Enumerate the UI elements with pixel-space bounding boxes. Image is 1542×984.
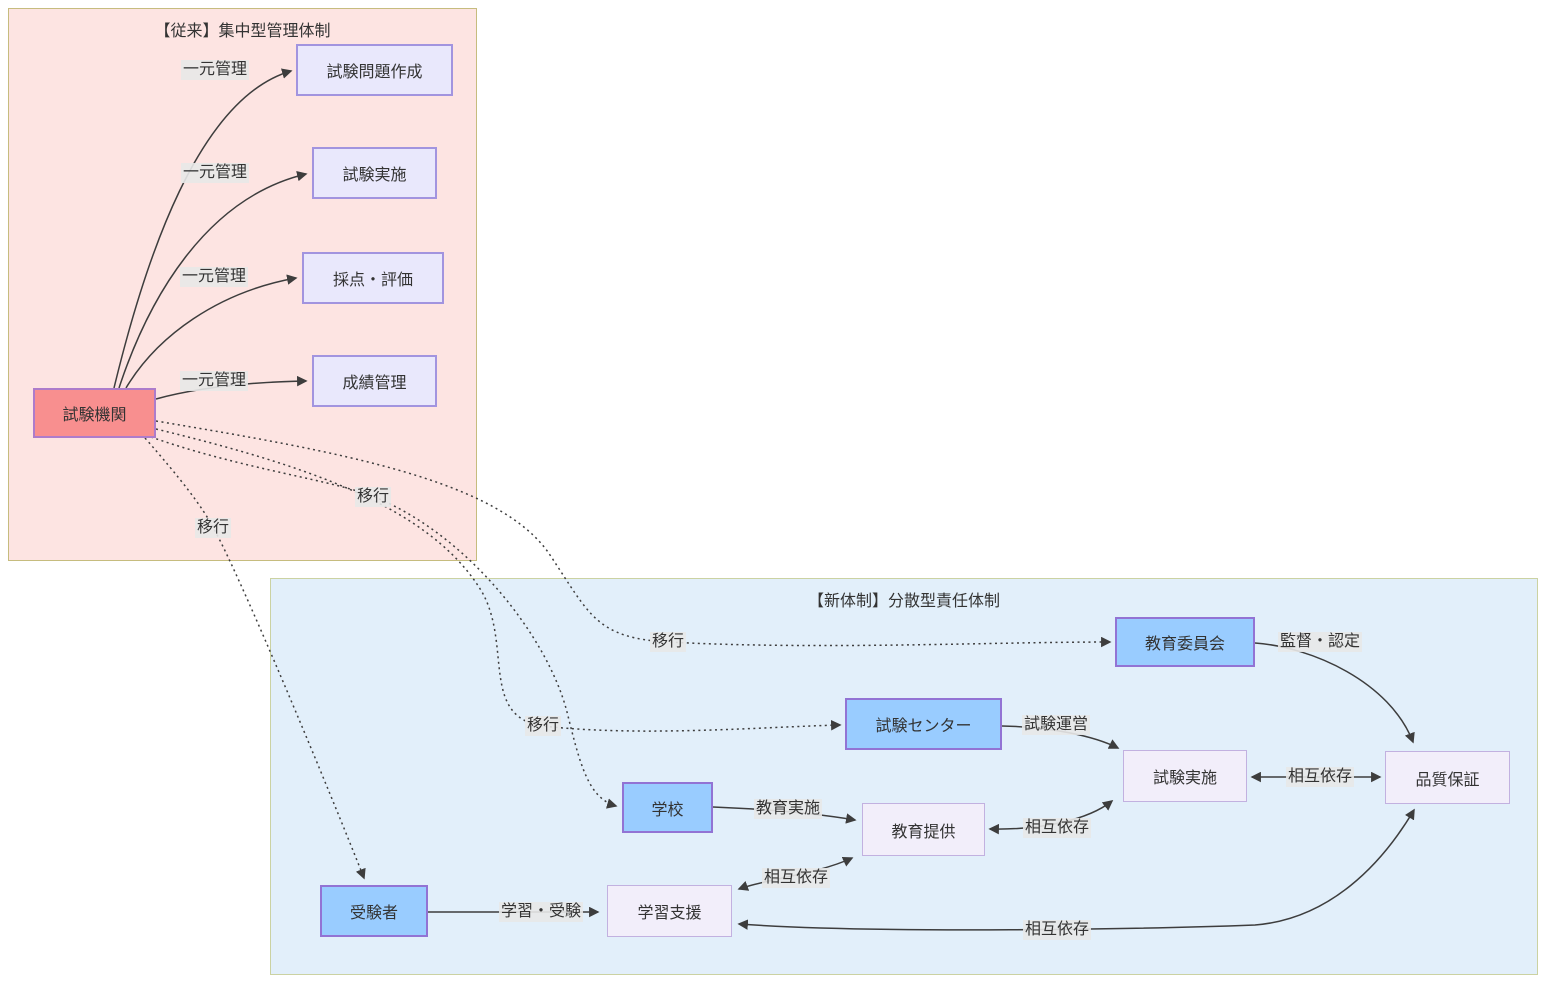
edge-label-migration: 移行 (194, 518, 232, 538)
cluster-legacy-title: 【従来】集中型管理体制 (154, 23, 331, 40)
edge-label-exam-operation: 試験運営 (1021, 715, 1091, 735)
node-education-provision: 教育提供 (862, 803, 985, 856)
node-exam-center: 試験センター (845, 698, 1002, 750)
node-school: 学校 (622, 782, 713, 833)
edge-label-unified-management: 一元管理 (179, 371, 249, 391)
edge-label-mutual-dependence: 相互依存 (1022, 818, 1092, 838)
node-exam-execution-old: 試験実施 (312, 147, 437, 199)
node-scoring-evaluation: 採点・評価 (302, 252, 444, 304)
edge-label-migration: 移行 (524, 716, 562, 736)
edge-label-supervision-certification: 監督・認定 (1277, 632, 1363, 652)
edge-label-mutual-dependence: 相互依存 (1285, 767, 1355, 787)
node-learning-support: 学習支援 (607, 885, 732, 937)
edge-label-migration: 移行 (649, 632, 687, 652)
cluster-new-title: 【新体制】分散型責任体制 (807, 593, 1000, 610)
node-examinee: 受験者 (320, 885, 428, 937)
edge-label-education-execution: 教育実施 (753, 799, 823, 819)
edge-label-unified-management: 一元管理 (180, 163, 250, 183)
edge-label-mutual-dependence: 相互依存 (1022, 920, 1092, 940)
node-question-creation: 試験問題作成 (296, 44, 453, 96)
edge-label-unified-management: 一元管理 (179, 267, 249, 287)
node-quality-assurance: 品質保証 (1385, 751, 1510, 804)
node-grade-management: 成績管理 (312, 355, 437, 407)
edge-label-mutual-dependence: 相互依存 (761, 868, 831, 888)
edge-label-unified-management: 一元管理 (180, 60, 250, 80)
edge-label-learning-exam: 学習・受験 (498, 902, 584, 922)
edge-label-migration: 移行 (354, 487, 392, 507)
node-exam-authority: 試験機関 (33, 388, 156, 438)
node-exam-execution-new: 試験実施 (1123, 750, 1247, 802)
node-board-of-education: 教育委員会 (1115, 617, 1255, 667)
